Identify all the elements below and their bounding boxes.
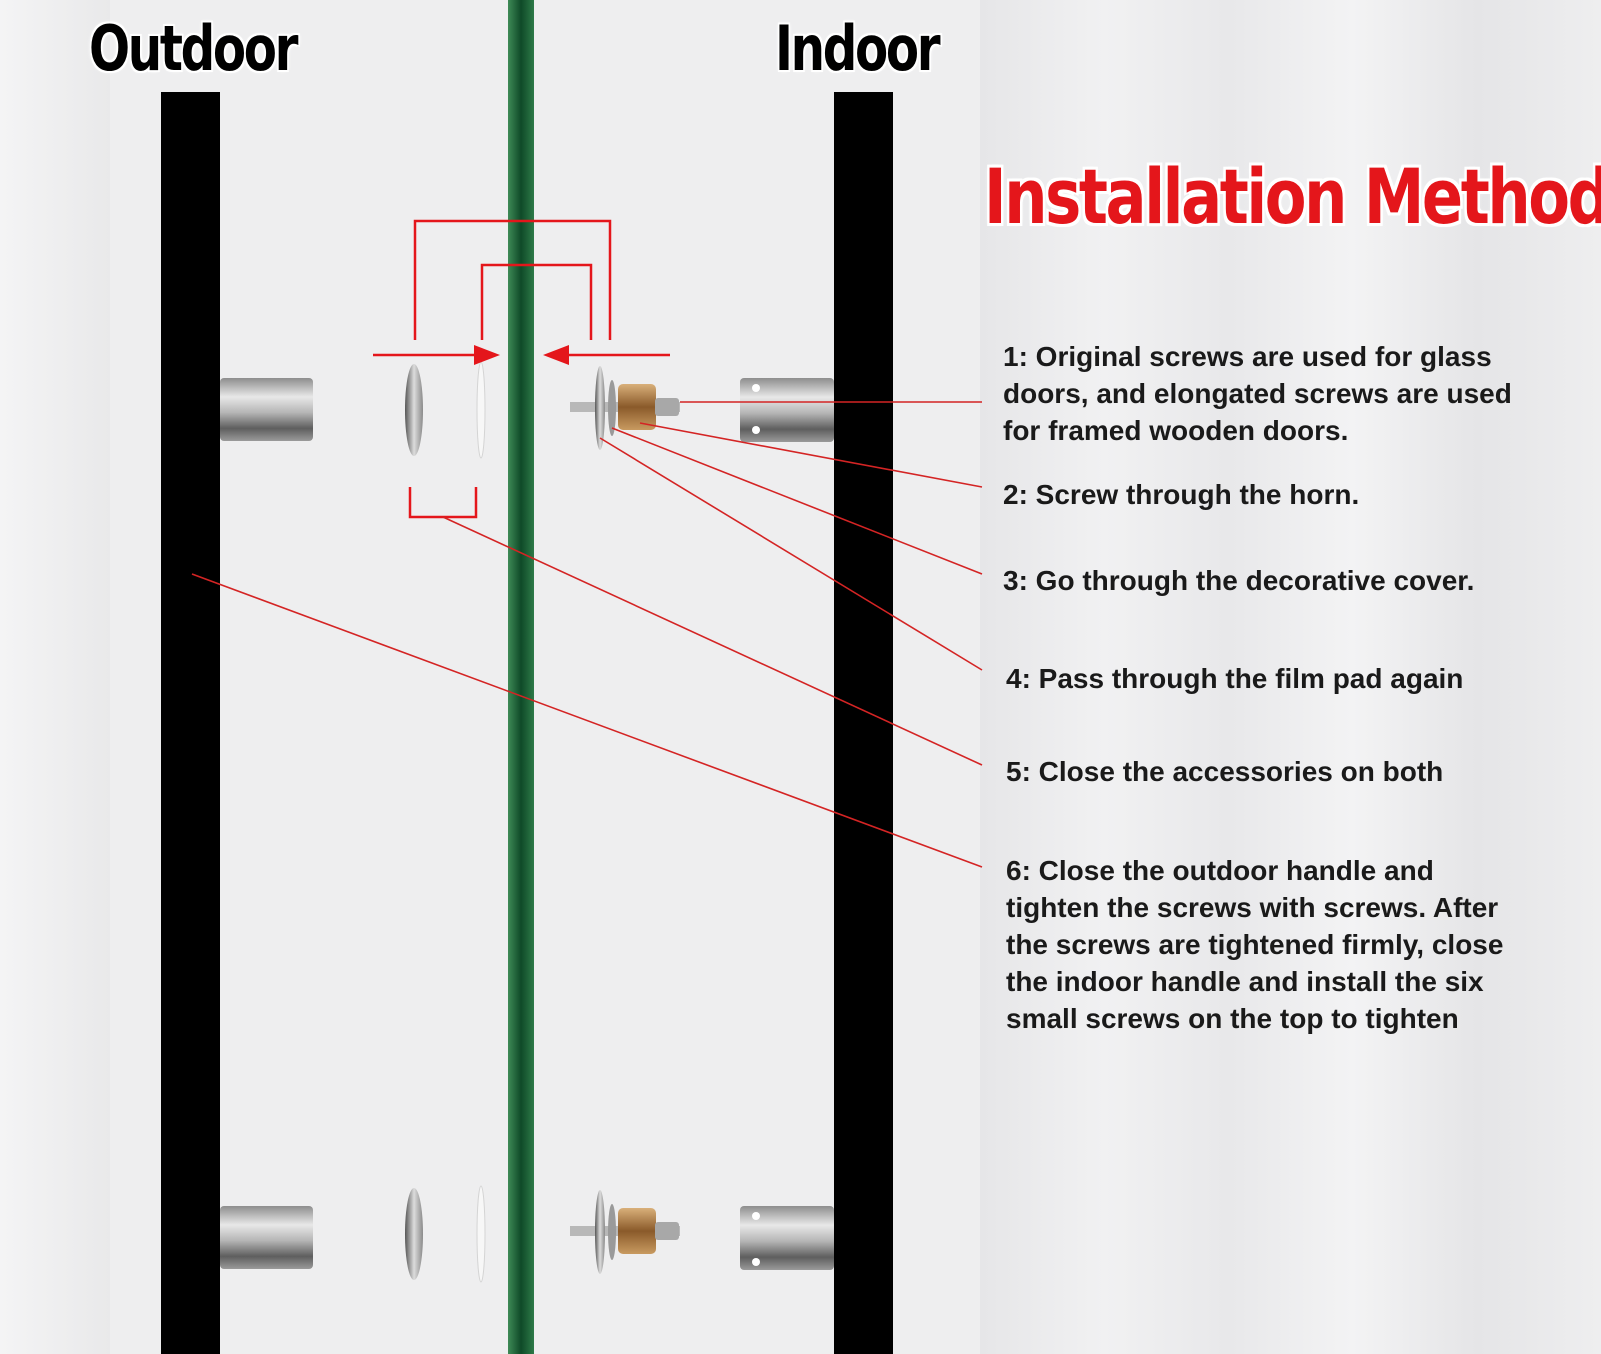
leader-line-6 bbox=[191, 573, 983, 868]
decorative-cover-bottom bbox=[405, 1188, 423, 1280]
bracket-outer bbox=[413, 219, 612, 340]
screw-assembly-top bbox=[570, 366, 680, 450]
step-2: 2: Screw through the horn. bbox=[1003, 476, 1593, 513]
step-line: 3: Go through the decorative cover. bbox=[1003, 565, 1475, 596]
step-line: for framed wooden doors. bbox=[1003, 415, 1349, 446]
background-streak bbox=[980, 0, 1601, 1354]
leader-lines bbox=[191, 401, 983, 868]
step-line: the screws are tightened firmly, close bbox=[1006, 929, 1504, 960]
step-line: 4: Pass through the film pad again bbox=[1006, 663, 1464, 694]
outdoor-standoff-top bbox=[220, 378, 313, 441]
diagram-title: Installation Method bbox=[984, 152, 1601, 241]
bracket-lower bbox=[408, 487, 478, 519]
outdoor-handle-bar bbox=[161, 92, 220, 1354]
step-line: 6: Close the outdoor handle and bbox=[1006, 855, 1434, 886]
outdoor-label: Outdoor bbox=[89, 12, 299, 85]
glass-panel bbox=[508, 0, 534, 1354]
leader-line-4 bbox=[599, 437, 983, 671]
outdoor-standoff-bottom bbox=[220, 1206, 313, 1269]
step-line: 5: Close the accessories on both bbox=[1006, 756, 1444, 787]
leader-line-2 bbox=[639, 422, 983, 488]
leader-line-5 bbox=[442, 516, 983, 766]
step-line: doors, and elongated screws are used bbox=[1003, 378, 1512, 409]
step-line: the indoor handle and install the six bbox=[1006, 966, 1484, 997]
indoor-label: Indoor bbox=[775, 12, 941, 85]
indoor-handle-bar bbox=[834, 92, 893, 1354]
step-line: 1: Original screws are used for glass bbox=[1003, 341, 1492, 372]
film-pad-top bbox=[476, 361, 486, 459]
indoor-standoff-bottom bbox=[740, 1206, 834, 1270]
bracket-inner bbox=[480, 263, 593, 340]
step-line: small screws on the top to tighten bbox=[1006, 1003, 1459, 1034]
decorative-cover-top bbox=[405, 364, 423, 456]
step-line: 2: Screw through the horn. bbox=[1003, 479, 1360, 510]
indoor-standoff-top bbox=[740, 378, 834, 442]
screw-assembly-bottom bbox=[570, 1190, 680, 1274]
step-line: tighten the screws with screws. After bbox=[1006, 892, 1499, 923]
film-pad-bottom bbox=[476, 1185, 486, 1283]
arrow-left bbox=[543, 345, 670, 365]
leader-line-3 bbox=[611, 427, 983, 575]
step-6: 6: Close the outdoor handle and tighten t… bbox=[1006, 852, 1596, 1037]
background-streak bbox=[0, 0, 110, 1354]
arrow-right bbox=[373, 345, 500, 365]
step-4: 4: Pass through the film pad again bbox=[1006, 660, 1596, 697]
step-3: 3: Go through the decorative cover. bbox=[1003, 562, 1593, 599]
step-1: 1: Original screws are used for glass doo… bbox=[1003, 338, 1593, 449]
step-5: 5: Close the accessories on both bbox=[1006, 753, 1596, 790]
